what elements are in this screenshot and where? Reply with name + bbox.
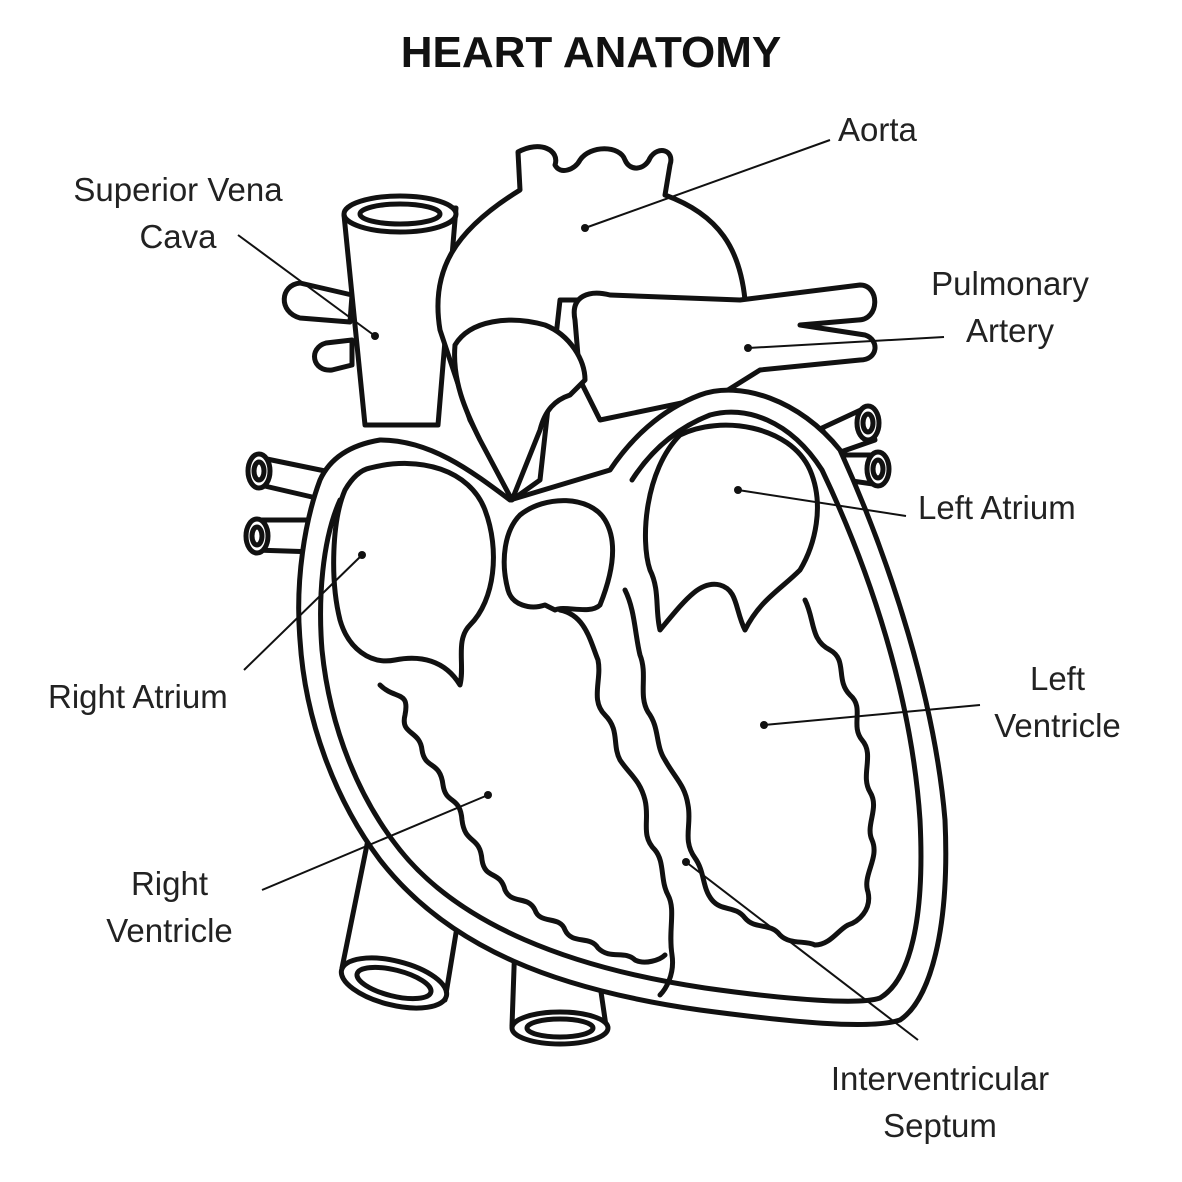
superior-vena-cava-icon xyxy=(281,193,459,428)
dot-pulmonary-artery xyxy=(744,344,752,352)
dot-aorta xyxy=(581,224,589,232)
leader-interventricular-septum xyxy=(685,861,919,1041)
descending-aorta-icon xyxy=(509,937,611,1047)
dot-superior-vena-cava xyxy=(371,332,379,340)
leader-left-ventricle xyxy=(763,704,981,726)
label-left-ventricle: Left Ventricle xyxy=(994,660,1121,744)
pulmonary-trunk-icon xyxy=(571,282,878,423)
heart-inner-wall-icon xyxy=(318,409,924,1004)
septum-wall-icon xyxy=(557,607,676,998)
dot-right-atrium xyxy=(358,551,366,559)
dot-right-ventricle xyxy=(484,791,492,799)
label-superior-vena-cava: Superior Vena Cava xyxy=(73,171,283,255)
dot-left-ventricle xyxy=(760,721,768,729)
septum-wall-right-icon xyxy=(622,587,818,948)
label-pulmonary-artery: Pulmonary Artery xyxy=(931,265,1089,349)
left-ventricle-wall-icon xyxy=(802,597,877,948)
leader-aorta xyxy=(584,139,831,229)
diagram-title: HEART ANATOMY xyxy=(400,28,782,77)
label-interventricular-septum: Interventricular Septum xyxy=(830,1060,1050,1144)
aortic-lumen-icon xyxy=(452,317,588,503)
right-atrium-chamber-icon xyxy=(331,460,496,688)
leader-lines xyxy=(237,139,981,1041)
label-left-atrium: Left Atrium xyxy=(918,489,1076,526)
label-right-atrium: Right Atrium xyxy=(48,678,228,715)
leader-right-ventricle xyxy=(261,794,489,891)
leader-superior-vena-cava xyxy=(237,234,376,337)
label-aorta: Aorta xyxy=(838,111,917,148)
right-ventricle-wall-icon xyxy=(377,682,668,965)
leader-right-atrium xyxy=(243,554,363,671)
dot-interventricular-septum xyxy=(682,858,690,866)
left-atrium-chamber-icon xyxy=(642,422,820,633)
dot-left-atrium xyxy=(734,486,742,494)
central-chamber-icon xyxy=(501,498,616,613)
leader-pulmonary-artery xyxy=(747,336,945,349)
label-right-ventricle: Right Ventricle xyxy=(106,865,233,949)
leader-left-atrium xyxy=(737,489,907,517)
